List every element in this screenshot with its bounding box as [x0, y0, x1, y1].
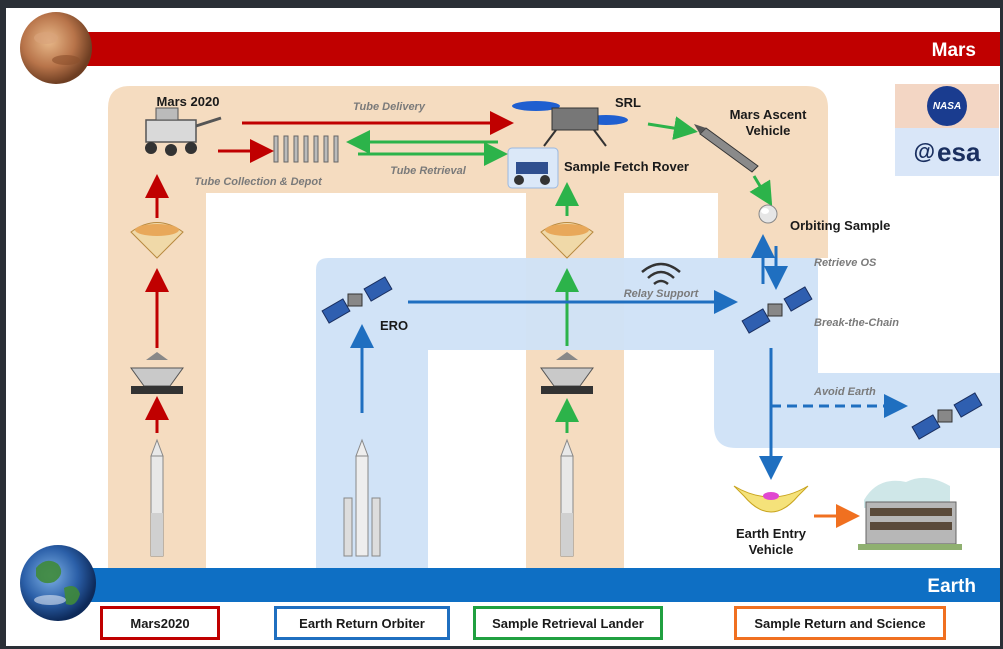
mars-band-title: Mars [932, 40, 976, 61]
slide: Mars Earth Mars 2020 Tube Collection & D… [6, 8, 1000, 646]
earth-entry-vehicle-icon [733, 485, 809, 513]
relay-support-label: Relay Support [624, 288, 700, 300]
nasa-logo: NASA [895, 84, 999, 128]
mars2020-rocket-icon [150, 438, 164, 557]
legend-earth-return-orbiter: Earth Return Orbiter [274, 606, 450, 640]
retrieve-os-label: Retrieve OS [814, 257, 877, 269]
srl-rocket-icon [560, 438, 574, 557]
tube-collection-label: Tube Collection & Depot [194, 176, 323, 188]
mars-ascent-vehicle-icon [694, 124, 759, 173]
earth-band-title: Earth [927, 576, 976, 597]
tube-delivery-label: Tube Delivery [353, 101, 426, 113]
ero-avoid-spacecraft-icon [911, 392, 983, 440]
science-facility-icon [858, 477, 962, 550]
earth-band [81, 568, 1000, 602]
mars2020-label: Mars 2020 [157, 94, 220, 109]
relay-signal-icon [641, 262, 681, 285]
mars-band [81, 32, 1000, 66]
ero-path-region [316, 258, 1000, 568]
mav-label-line2: Vehicle [746, 123, 791, 138]
srl-lander-icon [512, 101, 628, 147]
legend-sample-retrieval-lander: Sample Retrieval Lander [473, 606, 663, 640]
esa-logo: @ esa [895, 128, 999, 176]
srl-aeroshell-icon [540, 222, 594, 259]
sample-tubes-icon [273, 135, 339, 163]
mission-diagram: Mars Earth Mars 2020 Tube Collection & D… [20, 12, 1000, 621]
esa-swoosh-icon: @ [913, 139, 936, 164]
legend-mars2020: Mars2020 [100, 606, 220, 640]
orbiting-sample-label: Orbiting Sample [790, 218, 890, 233]
sample-fetch-rover-label: Sample Fetch Rover [564, 159, 689, 174]
ero-rocket-icon [343, 438, 381, 557]
break-chain-label: Break-the-Chain [814, 317, 899, 329]
nasa-logo-text: NASA [932, 100, 962, 112]
tube-retrieval-label: Tube Retrieval [390, 165, 467, 177]
orbiting-sample-icon [758, 204, 778, 224]
mars2020-aeroshell-icon [130, 222, 184, 259]
esa-logo-text: esa [937, 136, 981, 167]
ero-spacecraft-icon [321, 276, 393, 324]
eev-label-line2: Vehicle [749, 542, 794, 557]
mars-planet-icon [20, 12, 92, 84]
earth-planet-icon [20, 545, 96, 621]
avoid-earth-label: Avoid Earth [813, 386, 876, 398]
srl-entry-lander-icon [540, 352, 594, 394]
mars2020-rover-icon [145, 107, 222, 156]
eev-label-line1: Earth Entry [736, 526, 807, 541]
ero-orbit-spacecraft-icon [741, 286, 813, 334]
mav-label-line1: Mars Ascent [730, 107, 807, 122]
ero-label: ERO [380, 318, 408, 333]
srl-label: SRL [615, 95, 641, 110]
legend-sample-return-science: Sample Return and Science [734, 606, 946, 640]
sample-fetch-rover-icon [514, 162, 550, 185]
mars2020-lander-icon [130, 352, 184, 394]
